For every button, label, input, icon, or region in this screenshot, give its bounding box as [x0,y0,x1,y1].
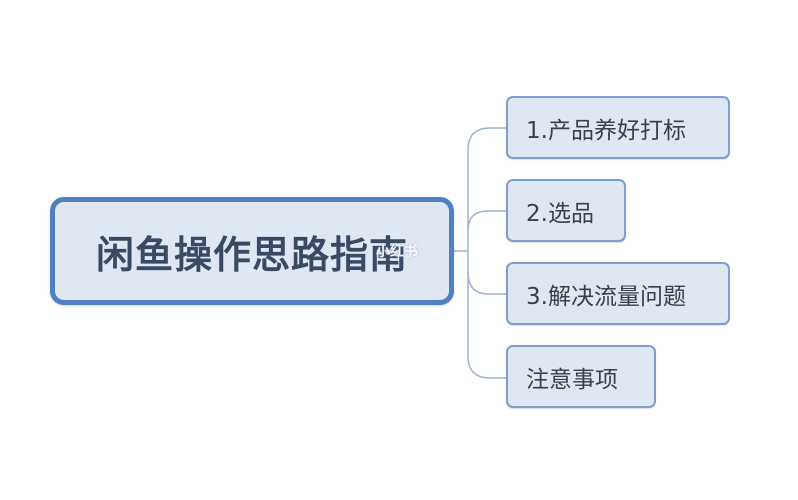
connector-branch-3 [467,271,506,295]
connector-branch-2 [467,210,506,231]
root-topic-label: 闲鱼操作思路指南 [95,232,408,277]
branch-label-3: 3.解决流量问题 [526,283,686,310]
branch-node-3[interactable]: 3.解决流量问题 [506,262,730,325]
branch-node-2[interactable]: 2.选品 [506,179,626,242]
connector-vertical-spine [467,127,491,379]
branch-label-4: 注意事项 [526,366,618,393]
branch-node-1[interactable]: 1.产品养好打标 [506,96,730,159]
branch-label-2: 2.选品 [526,200,594,227]
watermark: 小红书 [376,244,418,260]
branch-label-1: 1.产品养好打标 [526,117,686,144]
root-topic-node[interactable]: 闲鱼操作思路指南 [50,197,454,305]
branch-node-4[interactable]: 注意事项 [506,345,656,408]
